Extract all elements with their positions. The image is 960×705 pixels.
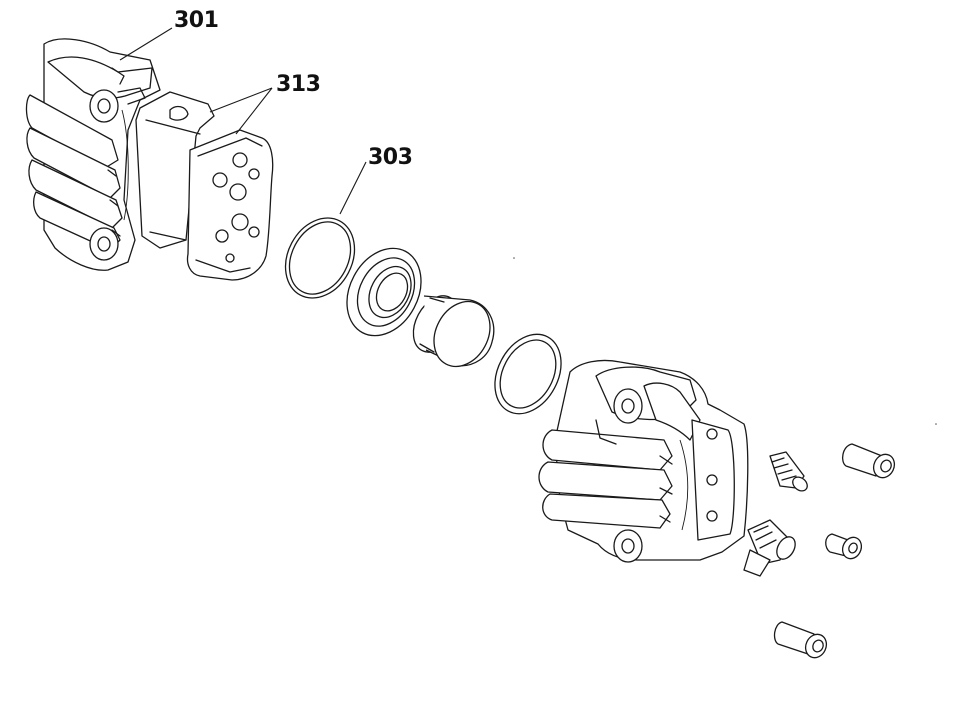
dust-boot bbox=[346, 247, 422, 337]
bleed-nipple bbox=[769, 451, 808, 492]
brake-pad-inner bbox=[135, 91, 215, 249]
leader-313-b bbox=[235, 87, 273, 135]
right-caliper-body bbox=[538, 359, 749, 563]
seal-ring-outer bbox=[494, 333, 562, 415]
leader-303 bbox=[339, 161, 367, 215]
banjo-fitting bbox=[743, 519, 796, 577]
seal-ring-303 bbox=[284, 217, 356, 299]
callout-301: 301 bbox=[174, 8, 219, 33]
callout-303: 303 bbox=[368, 145, 413, 170]
brake-pad-outer bbox=[186, 129, 274, 281]
bolt-short bbox=[825, 533, 863, 560]
bolt-long-bottom bbox=[773, 621, 828, 659]
leader-lines bbox=[119, 27, 367, 215]
stray-dot bbox=[513, 257, 515, 259]
leader-313-a bbox=[209, 87, 273, 113]
leader-301 bbox=[119, 27, 173, 61]
callout-313: 313 bbox=[276, 72, 321, 97]
left-caliper-body bbox=[25, 38, 161, 271]
bolt-long-top bbox=[841, 443, 896, 479]
piston bbox=[412, 295, 495, 368]
stray-dot bbox=[935, 423, 937, 425]
